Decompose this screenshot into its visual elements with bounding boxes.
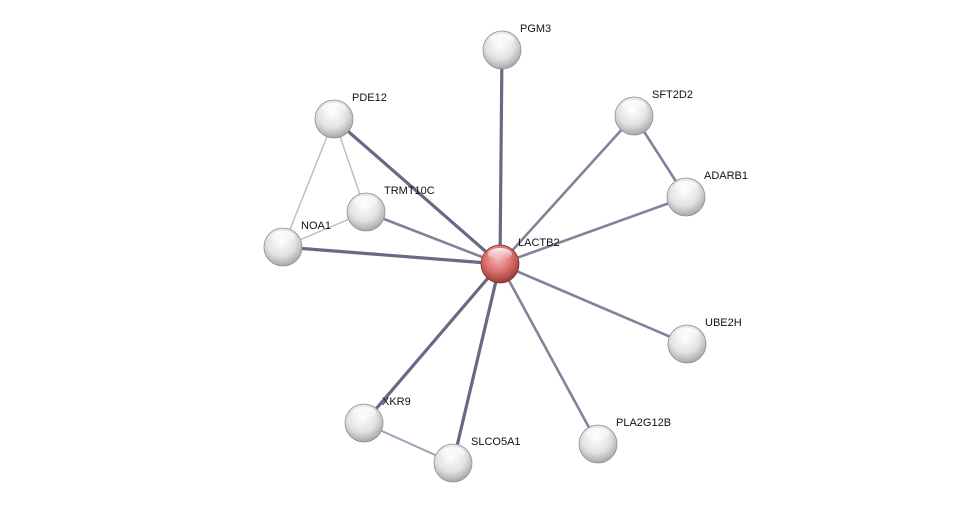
node-label: PLA2G12B [616, 417, 671, 429]
node-highlight [271, 231, 295, 243]
edge-lactb2-sft2d2[interactable] [499, 115, 635, 265]
node-label: SLCO5A1 [471, 436, 521, 448]
edge-lactb2-adarb1[interactable] [499, 195, 687, 266]
edge-lactb2-pla2g12b[interactable] [498, 263, 600, 445]
node-trmt10c[interactable]: TRMT10C [346, 185, 435, 232]
node-label: SFT2D2 [652, 89, 693, 101]
node-noa1[interactable]: NOA1 [263, 220, 331, 267]
node-highlight [586, 428, 610, 440]
node-label: PDE12 [352, 92, 387, 104]
node-label: TRMT10C [384, 185, 435, 197]
node-xkr9[interactable]: XKR9 [344, 396, 411, 443]
node-highlight [441, 447, 465, 459]
node-label: LACTB2 [518, 237, 560, 249]
node-highlight [674, 181, 698, 193]
node-label: NOA1 [301, 220, 331, 232]
node-label: UBE2H [705, 317, 742, 329]
node-highlight [488, 248, 512, 260]
node-pla2g12b[interactable]: PLA2G12B [578, 417, 671, 464]
edge-lactb2-slco5a1[interactable] [451, 263, 502, 464]
node-highlight [322, 103, 346, 115]
node-adarb1[interactable]: ADARB1 [666, 170, 748, 217]
node-lactb2[interactable]: LACTB2 [480, 237, 560, 284]
edge-lactb2-xkr9[interactable] [362, 262, 502, 425]
node-ube2h[interactable]: UBE2H [667, 317, 742, 364]
edge-pde12-noa1[interactable] [282, 118, 335, 248]
node-highlight [352, 407, 376, 419]
edge-lactb2-noa1[interactable] [282, 245, 501, 266]
node-highlight [675, 328, 699, 340]
node-sft2d2[interactable]: SFT2D2 [614, 89, 693, 136]
edge-lactb2-pgm3[interactable] [498, 49, 504, 265]
node-highlight [354, 196, 378, 208]
node-pde12[interactable]: PDE12 [314, 92, 387, 139]
edge-lactb2-ube2h[interactable] [499, 262, 688, 346]
node-label: XKR9 [382, 396, 411, 408]
node-highlight [490, 34, 514, 46]
node-label: ADARB1 [704, 170, 748, 182]
edge-lactb2-trmt10c[interactable] [365, 210, 501, 266]
node-pgm3[interactable]: PGM3 [482, 23, 551, 70]
edge-lactb2-pde12[interactable] [332, 117, 502, 266]
node-label: PGM3 [520, 23, 551, 35]
node-highlight [622, 100, 646, 112]
node-slco5a1[interactable]: SLCO5A1 [433, 436, 521, 483]
